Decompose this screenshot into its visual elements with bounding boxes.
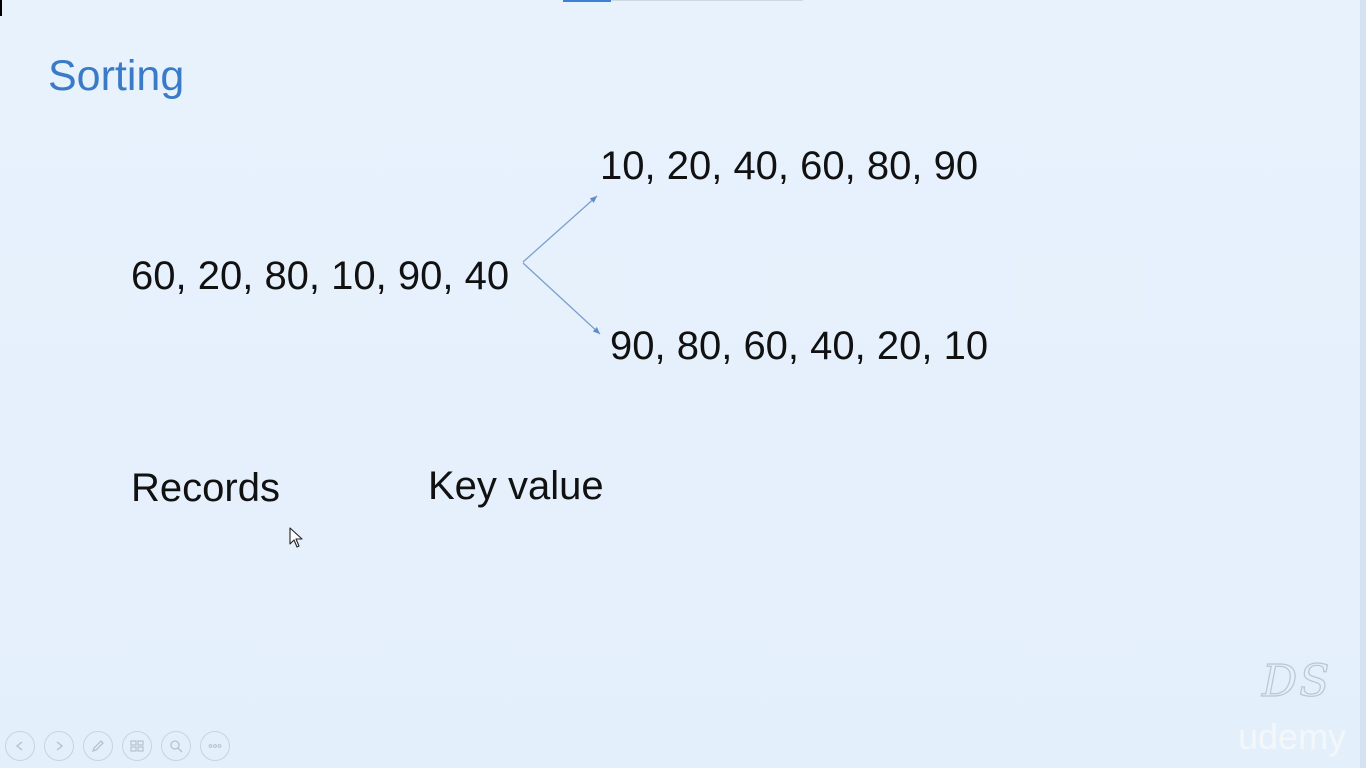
see-all-slides-button[interactable] — [122, 731, 152, 761]
slideshow-toolbar — [5, 731, 230, 761]
ascending-sequence: 10, 20, 40, 60, 80, 90 — [600, 144, 979, 188]
previous-button[interactable] — [5, 731, 35, 761]
key-value-label: Key value — [428, 464, 604, 508]
zoom-button[interactable] — [161, 731, 191, 761]
arrow-to-ascending — [522, 195, 598, 263]
arrow-to-descending — [522, 262, 601, 335]
slide-title: Sorting — [48, 52, 185, 100]
progress-indicator — [563, 0, 611, 2]
slides-icon — [130, 740, 144, 752]
ds-logo: DS — [1261, 655, 1332, 707]
records-label: Records — [131, 466, 280, 510]
next-button[interactable] — [44, 731, 74, 761]
zoom-icon — [170, 740, 183, 753]
window-edge — [1360, 0, 1366, 768]
mouse-cursor-icon — [289, 527, 303, 548]
pen-button[interactable] — [83, 731, 113, 761]
previous-icon — [15, 741, 23, 751]
descending-sequence: 90, 80, 60, 40, 20, 10 — [610, 324, 989, 368]
corner-mark — [0, 0, 2, 16]
more-options-button[interactable] — [200, 731, 230, 761]
pen-icon — [91, 740, 104, 753]
udemy-watermark: udemy — [1238, 716, 1347, 757]
more-icon — [208, 744, 222, 748]
next-icon — [56, 741, 64, 751]
progress-track — [611, 0, 803, 1]
input-sequence: 60, 20, 80, 10, 90, 40 — [131, 254, 510, 298]
